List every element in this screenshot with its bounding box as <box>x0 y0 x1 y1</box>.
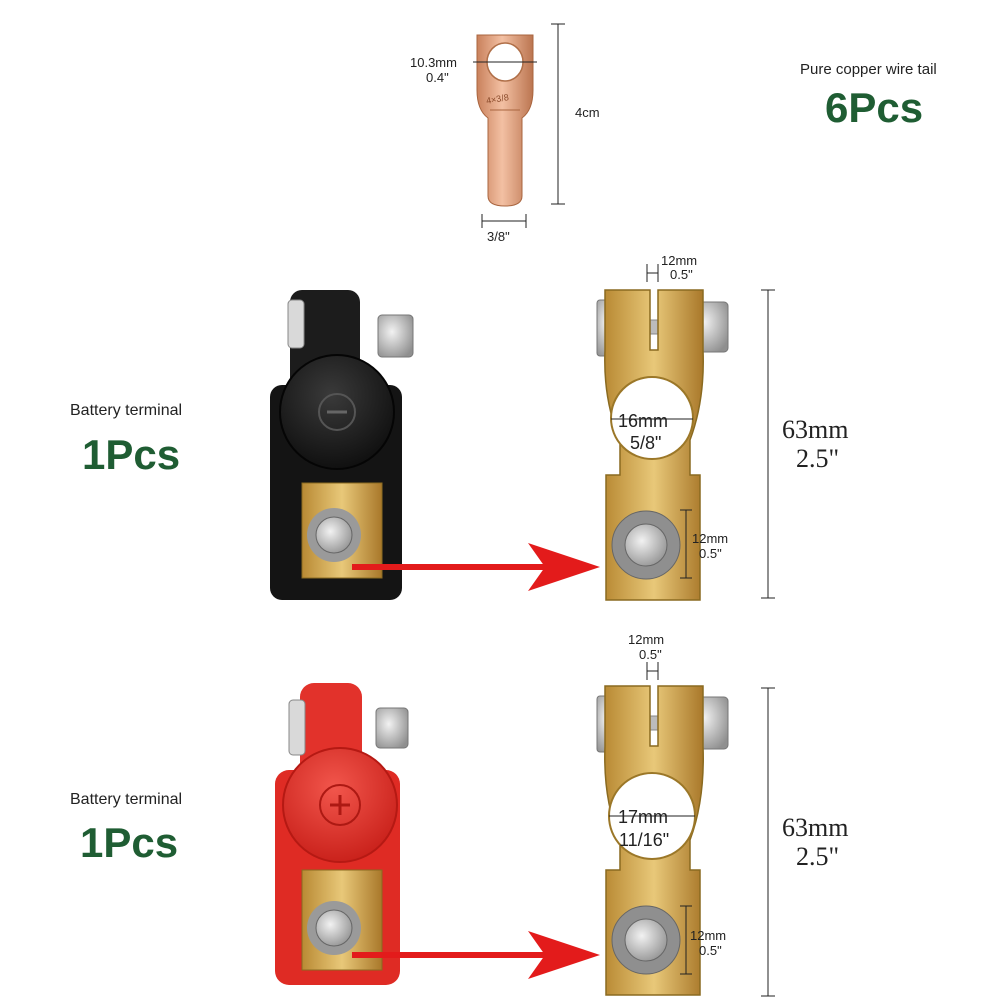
red-terminal-image <box>275 683 409 985</box>
lug-hole-size-in: 0.4" <box>426 70 449 85</box>
black-terminal-caption: Battery terminal <box>70 402 183 419</box>
arrow-top <box>352 543 600 591</box>
top-bolt-in: 0.5" <box>699 546 722 561</box>
terminal-bottom-dimension-lines <box>609 662 775 997</box>
top-gap-mm: 12mm <box>661 253 698 268</box>
lug-neck-width: 3/8" <box>487 229 510 244</box>
bottom-bore-mm: 17mm <box>618 807 669 827</box>
copper-tail-quantity: 6Pcs <box>825 84 924 131</box>
top-bore-mm: 16mm <box>618 411 669 431</box>
top-bore-in: 5/8" <box>630 433 662 453</box>
brass-terminal-image-top <box>596 289 729 601</box>
bottom-height-mm: 63mm <box>782 813 849 842</box>
bottom-bolt-mm: 12mm <box>690 928 727 943</box>
top-bolt-mm: 12mm <box>692 531 729 546</box>
bottom-bolt-in: 0.5" <box>699 943 722 958</box>
lug-length: 4cm <box>575 105 600 120</box>
top-gap-in: 0.5" <box>670 267 693 282</box>
arrow-bottom <box>352 931 600 979</box>
lug-hole-size-mm: 10.3mm <box>410 55 457 70</box>
black-terminal-quantity: 1Pcs <box>82 431 181 478</box>
black-terminal-image <box>270 290 414 600</box>
bottom-gap-in: 0.5" <box>639 647 662 662</box>
top-height-in: 2.5" <box>796 444 840 473</box>
top-height-mm: 63mm <box>782 415 849 444</box>
copper-tail-caption: Pure copper wire tail <box>800 61 937 78</box>
terminal-top-dimension-lines <box>611 264 775 599</box>
bottom-bore-in: 11/16" <box>619 830 670 850</box>
red-terminal-quantity: 1Pcs <box>80 819 179 866</box>
lug-dimension-lines <box>473 23 565 228</box>
bottom-gap-mm: 12mm <box>628 632 665 647</box>
bottom-height-in: 2.5" <box>796 842 840 871</box>
copper-lug-image <box>476 34 534 207</box>
red-terminal-caption: Battery terminal <box>70 791 183 808</box>
